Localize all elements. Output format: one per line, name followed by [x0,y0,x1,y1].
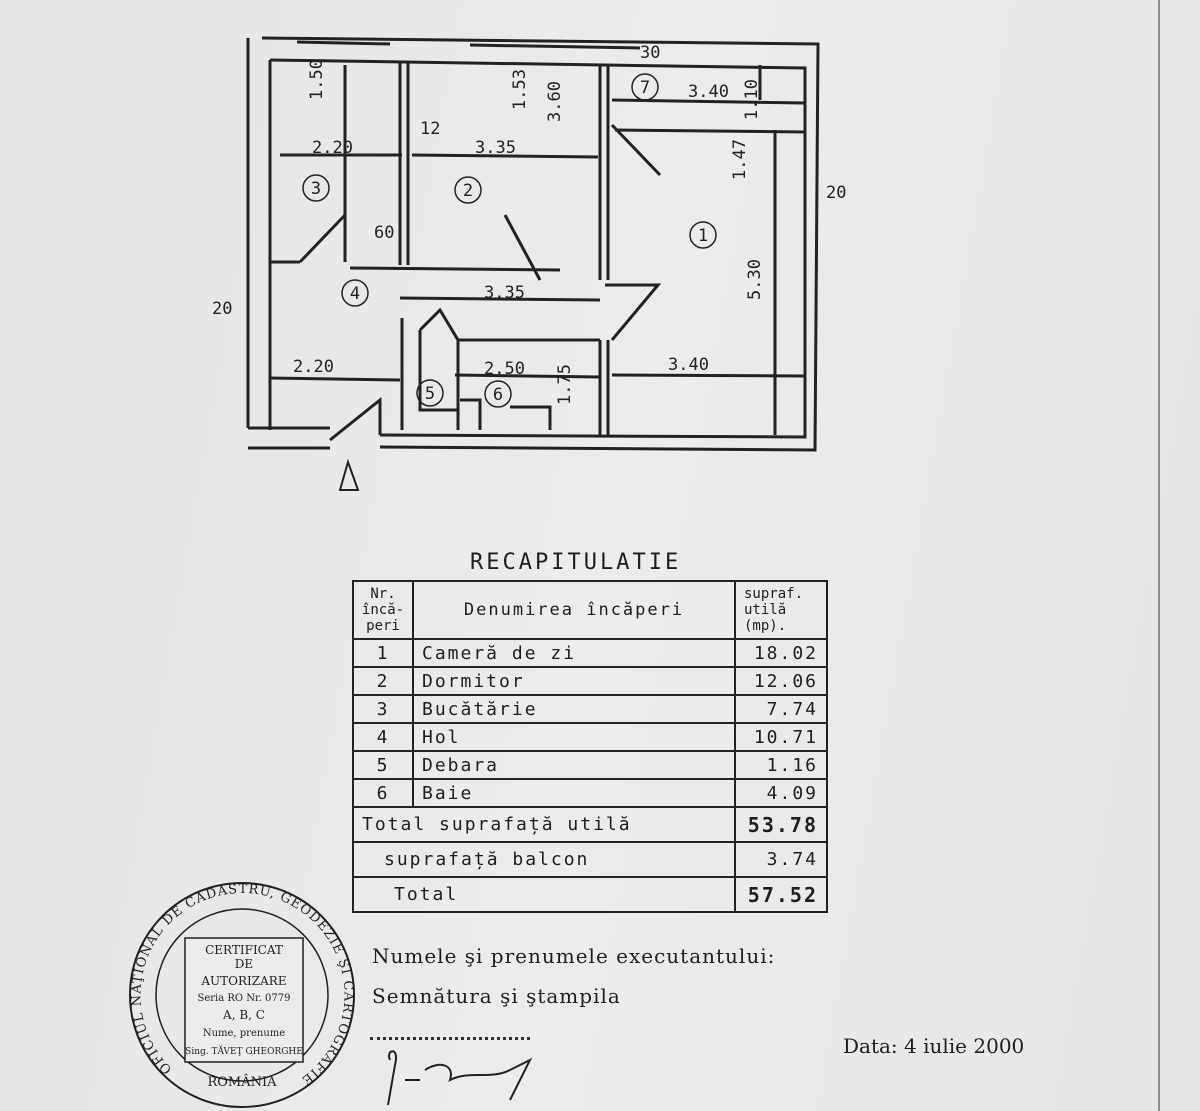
signature-label: Semnătura şi ştampila [372,984,621,1008]
row-area: 12.06 [734,666,828,696]
row-nr: 5 [352,750,414,780]
date-label: Data: [843,1034,898,1058]
dim-window3: 1.50 [307,59,327,100]
total-useful-label: Total suprafață utilă [352,806,736,843]
row-area: 10.71 [734,722,828,752]
outer-wall [246,36,820,452]
dimension-labels: 30 3.40 2.20 3.35 12 60 3.35 3.40 2.20 2… [212,43,846,405]
room-number-3: 3 [311,179,321,199]
total-useful-value: 53.78 [734,806,828,843]
dim-room1-width: 3.40 [668,355,709,375]
row-nr: 6 [352,778,414,808]
room-number-4: 4 [350,284,360,304]
row-name: Bucătărie [412,694,736,724]
stamp-line: Nume, prenume [203,1028,285,1039]
dim-window2: 1.53 [510,69,530,110]
balcony-value: 3.74 [734,841,828,878]
dim-hall-width: 3.35 [484,283,525,303]
header-nr: Nr. încă-peri [352,580,414,640]
row-nr: 3 [352,694,414,724]
stamp-country: ROMÂNIA [207,1074,277,1090]
inner-wall [269,58,807,439]
date-value: 4 iulie 2000 [904,1034,1025,1058]
dim-room1-depth: 5.30 [745,259,765,300]
room-number-1: 1 [698,226,708,246]
row-nr: 4 [352,722,414,752]
stamp-line: Sing. TĂVEŢ GHEORGHE [185,1045,303,1057]
room-number-7: 7 [640,78,650,98]
signature-line [370,1037,530,1040]
balcony-label: suprafață balcon [352,841,736,878]
recap-title: RECAPITULATIE [470,550,682,575]
dim-wall-right: 20 [826,183,846,203]
room-markers [302,73,717,408]
header-name: Denumirea încăperi [412,580,736,640]
row-nr: 1 [352,638,414,668]
stamp-line: A, B, C [222,1008,265,1022]
row-area: 7.74 [734,694,828,724]
dim-window1: 1.47 [730,139,750,180]
entrance-arrow-icon [338,458,360,491]
row-name: Hol [412,722,736,752]
dim-bath-width: 2.50 [484,359,525,379]
stamp-line: AUTORIZARE [200,974,286,988]
header-area: supraf. utilă (mp). [734,580,828,640]
dim-room3-width: 2.20 [312,138,353,158]
total-label: Total [352,876,736,913]
table-header: Nr. încă-peri Denumirea încăperi supraf.… [352,580,828,640]
row-name: Debara [412,750,736,780]
row-area: 1.16 [734,750,828,780]
dim-room7-depth: 1.10 [742,79,762,120]
row-name: Cameră de zi [412,638,736,668]
room-number-5: 5 [425,384,435,404]
dim-wall-left: 20 [212,299,232,319]
stamp-line: DE [235,957,253,971]
floor-plan: 30 3.40 2.20 3.35 12 60 3.35 3.40 2.20 2… [212,36,846,491]
stamp-line: Seria RO Nr. 0779 [197,993,290,1004]
executor-label: Numele şi prenumele executantului: [372,944,776,968]
dim-door: 60 [374,223,394,243]
room-number-6: 6 [493,385,503,405]
row-area: 18.02 [734,638,828,668]
dim-room7-width: 3.40 [688,82,729,102]
row-name: Dormitor [412,666,736,696]
room-number-2: 2 [463,181,473,201]
row-name: Baie [412,778,736,808]
dim-top: 30 [640,43,660,63]
recap-table: Nr. încă-peri Denumirea încăperi supraf.… [352,580,828,913]
row-nr: 2 [352,666,414,696]
dim-bath: 1.75 [555,364,575,405]
row-area: 4.09 [734,778,828,808]
official-stamp: OFICIUL NAŢIONAL DE CADASTRU, GEODEZIE Ş… [129,882,355,1108]
dim-room2-depth: 3.60 [545,81,565,122]
dim-room2-width: 3.35 [475,138,516,158]
handwritten-signature [387,1050,533,1106]
total-value: 57.52 [734,876,828,913]
dim-wall: 12 [420,119,440,139]
dim-hall-lower: 2.20 [293,357,334,377]
date-field: Data: 4 iulie 2000 [843,1034,1024,1058]
paper-edge [1158,0,1160,1111]
stamp-line: CERTIFICAT [205,943,283,957]
